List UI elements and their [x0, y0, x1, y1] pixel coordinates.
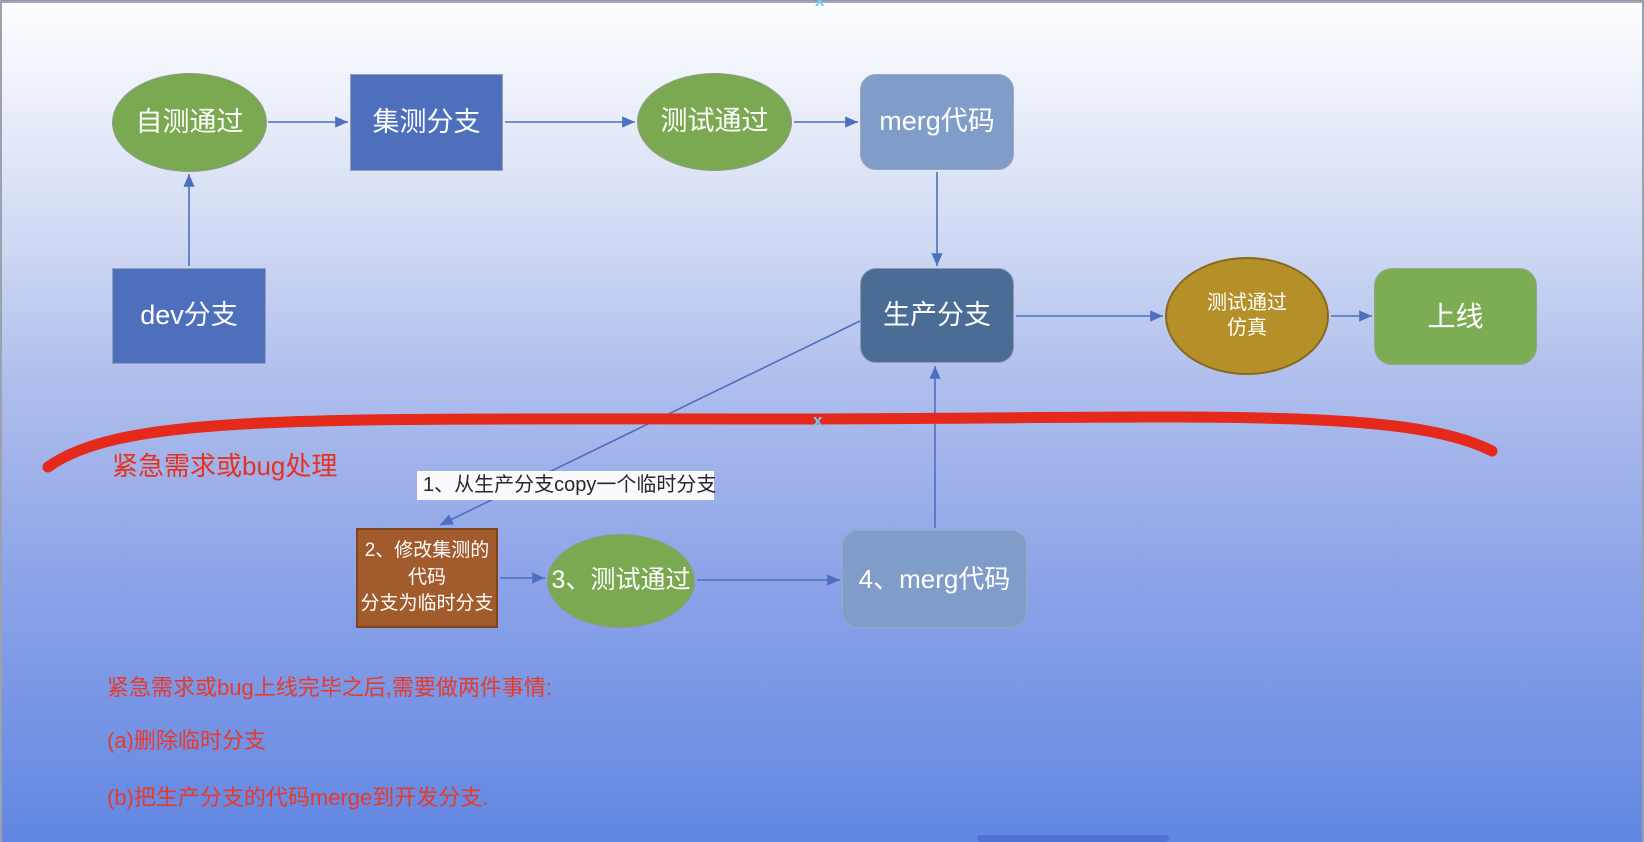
- node-step2-line1: 2、修改集测的代码: [364, 540, 490, 588]
- node-dev-branch-label: dev分支: [140, 300, 238, 331]
- node-merge-code-label: merg代码: [879, 106, 995, 137]
- node-sim-test[interactable]: 测试通过 仿真: [1165, 257, 1329, 375]
- node-sim-test-line1: 测试通过: [1207, 292, 1287, 314]
- node-online-label: 上线: [1427, 301, 1484, 332]
- node-test-pass-label: 测试通过: [660, 106, 769, 137]
- node-self-test[interactable]: 自测通过: [112, 73, 267, 172]
- node-test-pass[interactable]: 测试通过: [637, 73, 792, 171]
- horizontal-scrollbar-thumb[interactable]: [977, 835, 1169, 842]
- selection-handle-top-icon[interactable]: x: [815, 0, 825, 10]
- note-delete-temp-branch: (a)删除临时分支: [107, 728, 266, 753]
- node-integration-branch-label: 集测分支: [372, 106, 481, 137]
- node-production-branch-label: 生产分支: [883, 299, 991, 330]
- node-step3-test-pass[interactable]: 3、测试通过: [547, 534, 695, 628]
- note-heading: 紧急需求或bug上线完毕之后,需要做两件事情:: [107, 675, 552, 700]
- node-step3-label: 3、测试通过: [551, 566, 691, 595]
- step1-copy-branch-label: 1、从生产分支copy一个临时分支: [417, 471, 716, 500]
- node-step4-merge-code[interactable]: 4、merg代码: [842, 530, 1027, 628]
- canvas-top-edge: [2, 0, 1642, 3]
- node-self-test-label: 自测通过: [135, 106, 244, 137]
- node-integration-branch[interactable]: 集测分支: [350, 74, 503, 171]
- node-online[interactable]: 上线: [1374, 268, 1537, 365]
- emergency-divider-arc[interactable]: [42, 411, 1498, 473]
- node-step2-modify-branch[interactable]: 2、修改集测的代码 分支为临时分支: [356, 528, 498, 628]
- node-sim-test-line2: 仿真: [1227, 317, 1267, 339]
- node-dev-branch[interactable]: dev分支: [112, 268, 266, 364]
- selection-handle-arc-icon[interactable]: x: [813, 411, 823, 430]
- node-step4-label: 4、merg代码: [858, 563, 1011, 594]
- node-step2-line2: 分支为临时分支: [360, 593, 494, 615]
- node-merge-code[interactable]: merg代码: [860, 74, 1014, 170]
- note-merge-back: (b)把生产分支的代码merge到开发分支.: [107, 785, 489, 810]
- emergency-section-title: 紧急需求或bug处理: [112, 451, 338, 481]
- node-production-branch[interactable]: 生产分支: [860, 268, 1014, 363]
